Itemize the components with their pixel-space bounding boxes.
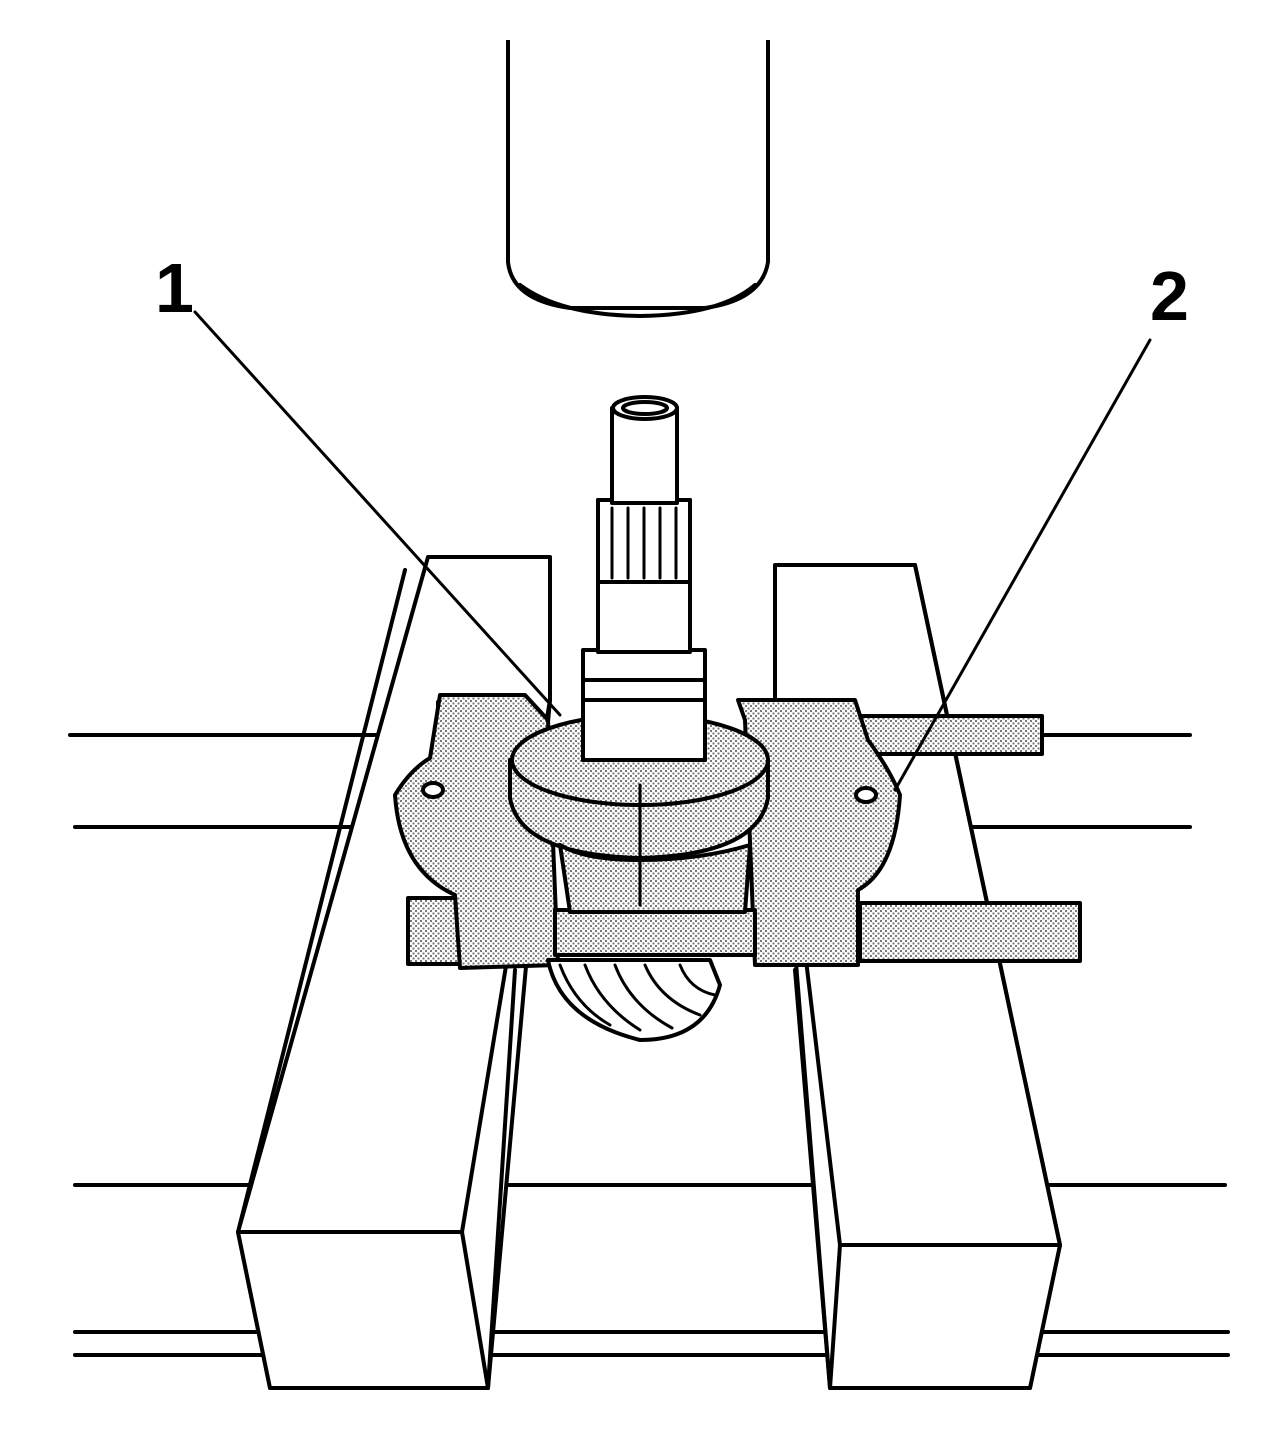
- callout-label-2: 2: [1150, 257, 1189, 335]
- right-support-block: [773, 563, 1062, 1390]
- callout-2: 2: [893, 257, 1189, 792]
- press-ram: [506, 40, 770, 318]
- left-support-block: [236, 555, 552, 1390]
- callout-label-1: 1: [155, 249, 194, 327]
- pinion-bearing: [508, 698, 770, 914]
- callout-1: 1: [155, 249, 562, 717]
- pinion-gear-teeth: [546, 958, 722, 1042]
